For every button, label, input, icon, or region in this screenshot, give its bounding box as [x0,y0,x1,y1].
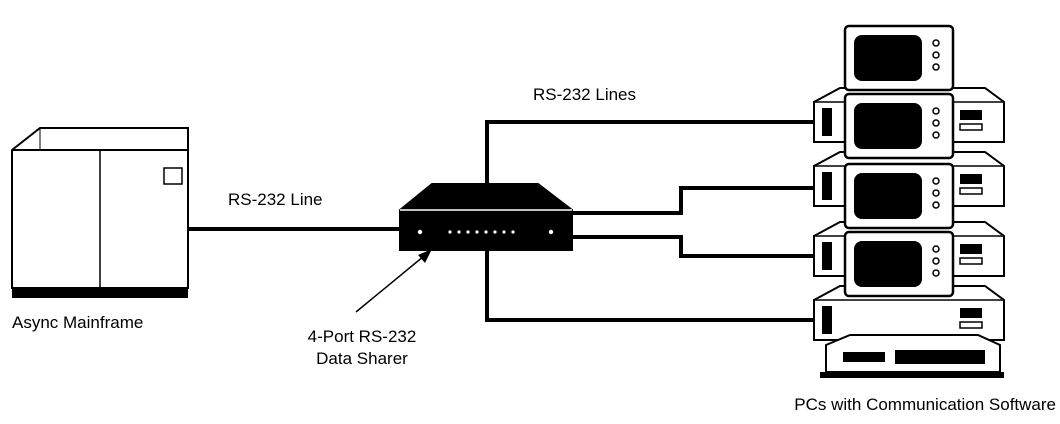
line-to-pc-3 [568,237,830,256]
line-to-pc-2 [568,188,830,213]
mainframe-label: Async Mainframe [12,313,143,332]
line-to-pc-4 [487,250,830,320]
rs232-lines-label: RS-232 Lines [533,85,636,104]
async-mainframe [12,128,188,298]
pc-keyboard [820,335,1004,378]
data-sharer-box [400,184,572,250]
rs232-line-label: RS-232 Line [228,190,323,209]
pointer-arrow-icon [356,249,432,312]
sharer-label-line1: 4-Port RS-232 [308,327,417,346]
sharer-label-line2: Data Sharer [316,349,408,368]
line-to-pc-1 [487,122,830,187]
pcs-label: PCs with Communication Software [794,395,1056,414]
